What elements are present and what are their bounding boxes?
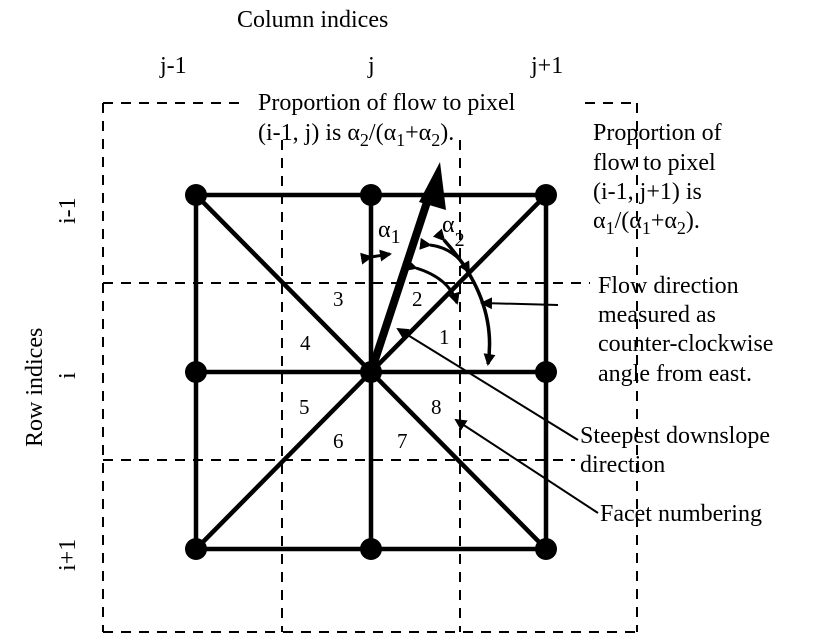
row-label-i-minus-1: i-1 (55, 197, 81, 224)
right-annotation-line1: Proportion of (593, 120, 722, 146)
pixel-grid (102, 102, 638, 633)
node (185, 538, 207, 560)
leader-arrows (396, 297, 599, 514)
alpha1-arc (360, 249, 392, 265)
top-annotation-line2: (i-1, j) is α2/(α1+α2). (258, 120, 454, 150)
steepest-pointer (396, 327, 579, 441)
facet-number: 1 (439, 325, 450, 349)
flow-direction-annotation: Flow direction measured as counter-clock… (598, 273, 773, 387)
facet-number: 5 (299, 395, 310, 419)
node (185, 184, 207, 206)
node (535, 184, 557, 206)
grid-nodes (185, 184, 557, 560)
facet-number: 8 (431, 395, 442, 419)
flow-annotation-line4: angle from east. (598, 361, 752, 387)
facet-number: 4 (300, 331, 311, 355)
flow-annotation-line2: measured as (598, 302, 716, 328)
flow-vector-head-icon (419, 162, 446, 210)
flow-annotation-line3: counter-clockwise (598, 331, 773, 357)
right-annotation-line2: flow to pixel (593, 150, 716, 176)
column-label-j-plus-1: j+1 (530, 53, 563, 79)
steepest-annotation: Steepest downslope direction (580, 423, 770, 478)
flow-annotation-line1: Flow direction (598, 273, 739, 299)
node (535, 538, 557, 560)
steepest-annotation-line1: Steepest downslope (580, 423, 770, 449)
flow-direction-pointer (480, 297, 559, 310)
node (535, 361, 557, 383)
node (360, 184, 382, 206)
right-annotation-line4: α1/(α1+α2). (593, 208, 700, 238)
column-title: Column indices (237, 7, 388, 33)
facet-numbers: 1 2 3 4 5 6 7 8 (299, 287, 450, 453)
facet-number: 6 (333, 429, 344, 453)
row-label-i: i (55, 372, 81, 379)
alpha2-label: α2 (442, 212, 465, 251)
column-label-j-minus-1: j-1 (159, 53, 187, 79)
facet-number: 7 (397, 429, 408, 453)
column-label-j: j (367, 53, 375, 79)
node (360, 538, 382, 560)
facet-numbering-label: Facet numbering (600, 501, 762, 527)
flow-vector (367, 162, 446, 374)
steepest-annotation-line2: direction (580, 452, 665, 478)
node (185, 361, 207, 383)
right-annotation: Proportion of flow to pixel (i-1, j+1) i… (593, 120, 722, 238)
top-annotation-line1: Proportion of flow to pixel (258, 90, 516, 116)
facet-number: 2 (412, 287, 423, 311)
row-label-i-plus-1: i+1 (55, 539, 81, 571)
facet-pointer (454, 418, 599, 514)
angle-arcs (360, 228, 496, 366)
facet-number: 3 (333, 287, 344, 311)
right-annotation-line3: (i-1, j+1) is (593, 179, 702, 205)
top-annotation: Proportion of flow to pixel (i-1, j) is … (258, 90, 516, 150)
row-title: Row indices (22, 328, 48, 447)
alpha1-label: α1 (378, 217, 401, 248)
